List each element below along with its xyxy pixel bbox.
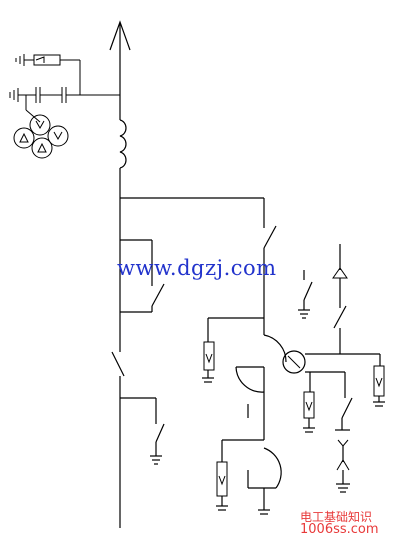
upper-branch: [120, 197, 277, 335]
capacitor-branch: [9, 87, 120, 123]
right-outgoing-line: [332, 244, 348, 354]
surge-arrester-top: [15, 54, 81, 95]
grounding-switch-right: [298, 270, 313, 319]
left-arrester: [202, 317, 264, 383]
voltage-transformer: [13, 114, 69, 159]
lower-transformer: [216, 392, 282, 515]
main-transformer: [235, 334, 380, 393]
right-arrester: [373, 354, 385, 407]
watermark-url: www.dgzj.com: [117, 256, 277, 280]
bus-breaker: [111, 351, 125, 377]
neutral-branch: [303, 372, 315, 433]
reactor-coil: [119, 119, 127, 169]
grounding-switch-bottom: [120, 397, 165, 465]
neutral-ground-switch: [335, 372, 353, 493]
bus-disconnector: [120, 239, 165, 313]
footer-cn-text: 电工基础知识: [300, 510, 373, 524]
footer-site: 1006ss.com: [300, 522, 379, 537]
outgoing-line-arrow: [109, 20, 131, 51]
